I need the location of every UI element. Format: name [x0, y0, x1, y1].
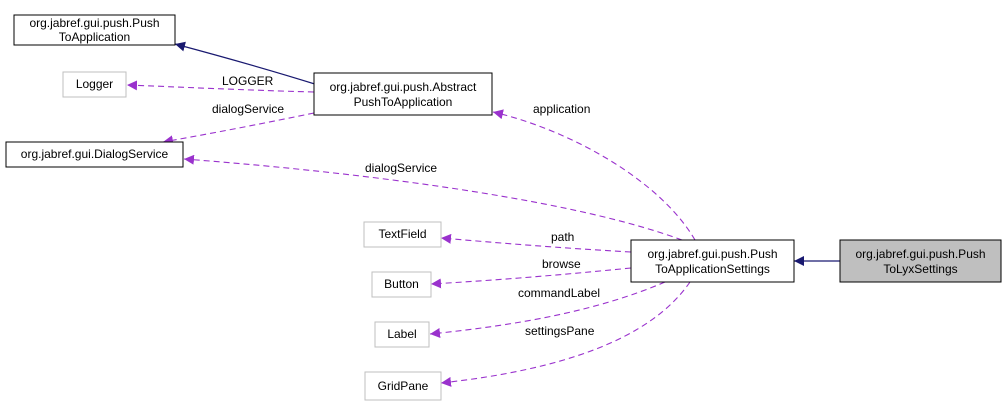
svg-text:PushToApplication: PushToApplication: [354, 95, 453, 109]
svg-text:org.jabref.gui.push.Push: org.jabref.gui.push.Push: [647, 247, 777, 261]
edge-dialogservice-abstract: [162, 112, 315, 146]
edge-browse: [430, 267, 632, 289]
node-text-field: TextField: [363, 221, 442, 248]
svg-text:TextField: TextField: [378, 227, 426, 241]
node-label: Label: [374, 321, 430, 348]
svg-text:org.jabref.gui.push.Abstract: org.jabref.gui.push.Abstract: [330, 80, 477, 94]
svg-text:Button: Button: [384, 277, 419, 291]
svg-text:Logger: Logger: [76, 77, 113, 91]
svg-text:ToApplication: ToApplication: [59, 30, 130, 44]
edge-label-settingspane: settingsPane: [525, 324, 595, 338]
svg-text:ToLyxSettings: ToLyxSettings: [883, 262, 957, 276]
edge-application: [492, 109, 696, 241]
edge-settingspane: [440, 281, 691, 387]
edge-label-path: path: [551, 230, 574, 244]
node-logger: Logger: [62, 71, 127, 98]
svg-text:org.jabref.gui.push.Push: org.jabref.gui.push.Push: [855, 247, 985, 261]
edge-logger: [126, 80, 315, 93]
edge-label-dialogservice-settings: dialogService: [365, 161, 437, 175]
node-button: Button: [371, 271, 432, 298]
svg-text:Label: Label: [387, 327, 416, 341]
node-push-to-application[interactable]: org.jabref.gui.push.Push ToApplication: [13, 14, 176, 46]
edge-label-dialogservice-abstract: dialogService: [212, 102, 284, 116]
edge-abstract-to-pushtoapplication: [174, 41, 319, 86]
edge-label-browse: browse: [542, 257, 581, 271]
node-push-to-lyx-settings[interactable]: org.jabref.gui.push.Push ToLyxSettings: [839, 239, 1002, 283]
edge-path: [440, 233, 632, 253]
edge-dialogservice-settings: [183, 154, 683, 241]
svg-text:org.jabref.gui.push.Push: org.jabref.gui.push.Push: [29, 16, 159, 30]
node-dialog-service[interactable]: org.jabref.gui.DialogService: [5, 141, 184, 168]
svg-text:GridPane: GridPane: [378, 379, 429, 393]
svg-text:ToApplicationSettings: ToApplicationSettings: [655, 262, 770, 276]
edge-label-logger: LOGGER: [222, 74, 274, 88]
edge-label-application: application: [533, 102, 590, 116]
edge-commandlabel: [429, 281, 666, 338]
node-grid-pane: GridPane: [364, 371, 442, 401]
svg-text:org.jabref.gui.DialogService: org.jabref.gui.DialogService: [21, 147, 169, 161]
node-push-to-application-settings[interactable]: org.jabref.gui.push.Push ToApplicationSe…: [630, 239, 795, 283]
node-abstract-push-to-application[interactable]: org.jabref.gui.push.Abstract PushToAppli…: [313, 72, 493, 116]
edge-label-commandlabel: commandLabel: [518, 286, 600, 300]
